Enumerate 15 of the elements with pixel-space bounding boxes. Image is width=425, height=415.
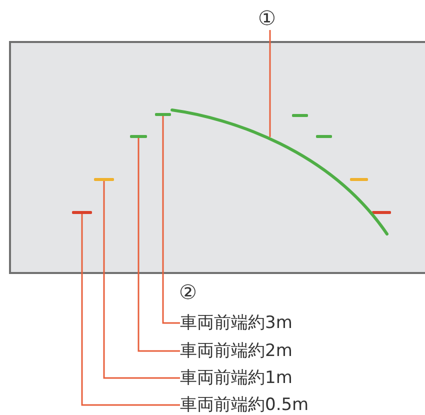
distance-marker — [72, 211, 92, 214]
callout-number: ① — [258, 6, 276, 30]
distance-marker — [155, 113, 171, 116]
leader-line — [162, 116, 180, 324]
distance-label: 車両前端約2m — [180, 340, 292, 362]
distance-marker — [130, 135, 147, 138]
leader-line — [81, 214, 180, 406]
leader-line — [269, 30, 271, 137]
distance-label: 車両前端約0.5m — [180, 394, 309, 415]
distance-label: 車両前端約1m — [180, 367, 292, 389]
leader-line — [138, 138, 180, 352]
distance-label: 車両前端約3m — [180, 312, 292, 334]
callout-number: ② — [179, 280, 197, 304]
distance-marker — [94, 178, 114, 181]
leader-line — [103, 181, 180, 379]
